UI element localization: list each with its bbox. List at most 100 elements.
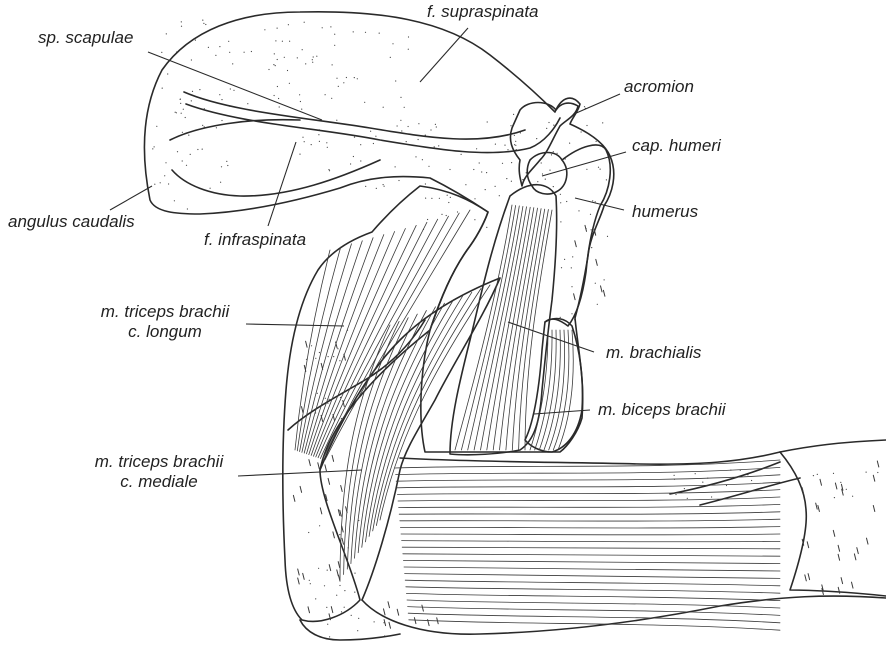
- stipple-dot: [203, 23, 204, 24]
- surface-dash: [298, 578, 300, 584]
- stipple-dot: [302, 49, 303, 50]
- stipple-dot: [596, 141, 597, 142]
- surface-dash: [328, 478, 330, 484]
- forearm-fiber: [403, 554, 780, 556]
- stipple-dot: [395, 80, 396, 81]
- leader-triceps-mediale: [238, 470, 362, 476]
- stipple-dot: [852, 496, 853, 497]
- stipple-dot: [571, 267, 572, 268]
- surface-dash: [306, 341, 308, 347]
- stipple-dot: [560, 202, 561, 203]
- stipple-dot: [607, 236, 608, 237]
- stipple-dot: [305, 63, 306, 64]
- stipple-dot: [751, 480, 752, 481]
- stipple-dot: [175, 112, 176, 113]
- stipple-dot: [561, 267, 562, 268]
- surface-dash: [841, 578, 843, 584]
- stipple-dot: [813, 475, 814, 476]
- stipple-dot: [578, 210, 579, 211]
- stipple-dot: [328, 356, 329, 357]
- stipple-dot: [351, 615, 352, 616]
- surface-dash: [300, 486, 302, 492]
- stipple-dot: [152, 148, 153, 149]
- stipple-dot: [273, 64, 274, 65]
- stipple-dot: [586, 169, 587, 170]
- forearm-fiber: [398, 497, 780, 501]
- stipple-dot: [177, 151, 178, 152]
- stipple-dot: [202, 20, 203, 21]
- surface-dash: [321, 363, 323, 369]
- stipple-dot: [353, 156, 354, 157]
- triceps-longum-fiber: [316, 222, 427, 457]
- surface-dash: [596, 259, 598, 265]
- stipple-dot: [311, 144, 312, 145]
- surface-dash: [873, 475, 875, 481]
- stipple-dot: [553, 125, 554, 126]
- forearm-fiber: [400, 527, 780, 528]
- stipple-dot: [327, 403, 328, 404]
- stipple-dot: [327, 147, 328, 148]
- stipple-dot: [300, 101, 301, 102]
- stipple-dot: [344, 607, 345, 608]
- biceps-fiber: [553, 330, 569, 450]
- stipple-dot: [406, 141, 407, 142]
- surface-dash: [331, 607, 333, 613]
- stipple-dot: [674, 475, 675, 476]
- stipple-dot: [304, 141, 305, 142]
- surface-dash: [852, 582, 854, 588]
- stipple-dot: [195, 40, 196, 41]
- stipple-dot: [431, 198, 432, 199]
- stipple-dot: [182, 132, 183, 133]
- stipple-dot: [350, 163, 351, 164]
- stipple-dot: [447, 195, 448, 196]
- stipple-dot: [346, 77, 347, 78]
- label-brachialis: m. brachialis: [606, 343, 701, 363]
- stipple-dot: [181, 26, 182, 27]
- stipple-dot: [495, 186, 496, 187]
- stipple-dot: [481, 171, 482, 172]
- stipple-dot: [287, 70, 288, 71]
- stipple-dot: [365, 186, 366, 187]
- stipple-dot: [181, 113, 182, 114]
- stipple-dot: [337, 348, 338, 349]
- label-biceps-brachii: m. biceps brachii: [598, 400, 726, 420]
- stipple-dot: [202, 125, 203, 126]
- stipple-dot: [404, 107, 405, 108]
- stipple-dot: [549, 170, 550, 171]
- stipple-dot: [302, 137, 303, 138]
- surface-dash: [338, 562, 340, 568]
- forearm-fiber: [397, 482, 780, 488]
- stipple-dot: [180, 99, 181, 100]
- stipple-dot: [383, 184, 384, 185]
- stipple-dot: [390, 57, 391, 58]
- stipple-dot: [684, 488, 685, 489]
- surface-dash: [344, 354, 346, 360]
- stipple-dot: [226, 161, 227, 162]
- stipple-dot: [430, 129, 431, 130]
- stipple-dot: [205, 24, 206, 25]
- stipple-dot: [326, 607, 327, 608]
- stipple-dot: [264, 29, 265, 30]
- stipple-dot: [425, 198, 426, 199]
- stipple-dot: [591, 229, 592, 230]
- stipple-dot: [329, 170, 330, 171]
- stipple-dot: [877, 472, 878, 473]
- stipple-dot: [343, 82, 344, 83]
- stipple-dot: [422, 159, 423, 160]
- stipple-dot: [284, 57, 285, 58]
- acromion-shape: [510, 103, 578, 187]
- stipple-dot: [277, 59, 278, 60]
- stipple-dot: [365, 32, 366, 33]
- stipple-dot: [190, 154, 191, 155]
- stipple-dot: [312, 59, 313, 60]
- leader-supraspinata: [420, 28, 468, 82]
- surface-dash: [320, 508, 322, 514]
- surface-dash: [337, 570, 339, 576]
- stipple-dot: [357, 78, 358, 79]
- stipple-dot: [299, 94, 300, 95]
- stipple-dot: [331, 98, 332, 99]
- stipple-dot: [181, 21, 182, 22]
- stipple-dot: [316, 56, 317, 57]
- stipple-dot: [221, 99, 222, 100]
- stipple-dot: [274, 95, 275, 96]
